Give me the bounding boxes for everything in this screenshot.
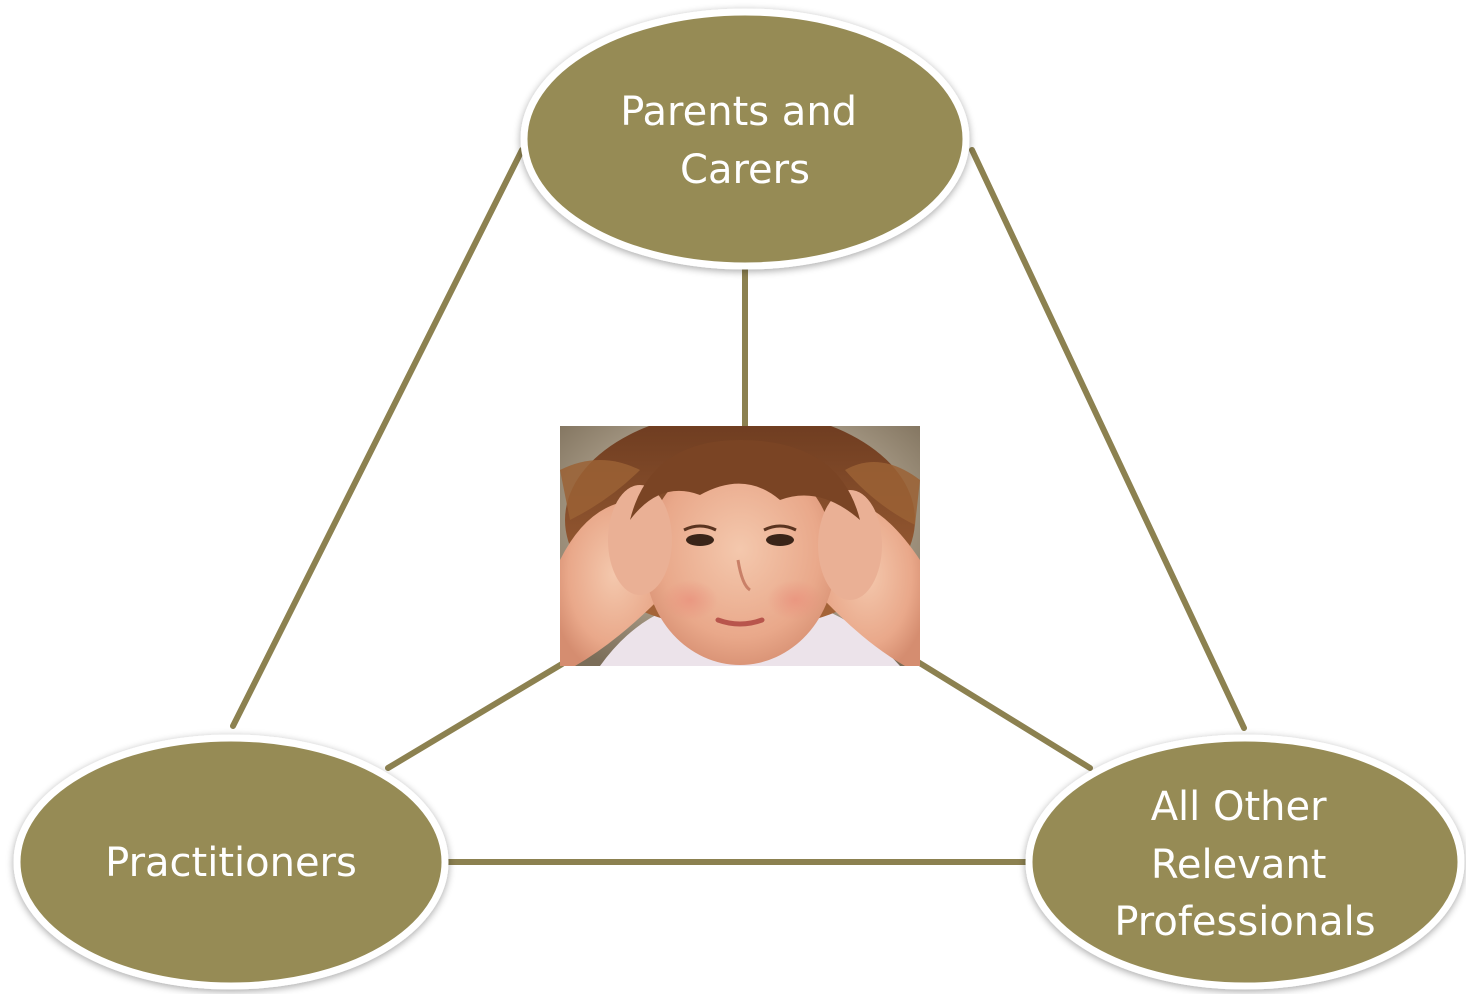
node-left-ellipse — [13, 734, 449, 990]
node-top-label-line-1: Parents and — [620, 89, 857, 135]
connector-lines — [230, 147, 1247, 865]
connector-top-right — [969, 147, 1247, 731]
svg-text:Practitioners: Practitioners — [105, 840, 357, 886]
node-top-label-line-2: Carers — [680, 147, 810, 193]
center-child-photo — [560, 426, 920, 666]
connector-center-left — [385, 661, 565, 771]
node-parents-and-carers: Parents and Carers — [520, 8, 970, 270]
node-left-label-line-1: Practitioners — [105, 840, 357, 886]
node-right-label-line-1: All Other — [1151, 784, 1327, 830]
node-practitioners: Practitioners — [13, 734, 449, 990]
node-other-professionals: All Other Relevant Professionals — [1025, 734, 1465, 990]
svg-text:All Other Relevant: All Other Relevant Professionals — [1114, 784, 1375, 945]
node-right-label-line-2: Relevant — [1151, 842, 1327, 888]
connector-center-right — [915, 659, 1093, 771]
svg-text:Parents and Carers: Parents and Carers — [620, 89, 870, 193]
node-top-ellipse — [520, 8, 970, 270]
connector-top-left — [230, 147, 525, 729]
node-right-ellipse — [1025, 734, 1465, 990]
node-right-label-line-3: Professionals — [1114, 899, 1375, 945]
